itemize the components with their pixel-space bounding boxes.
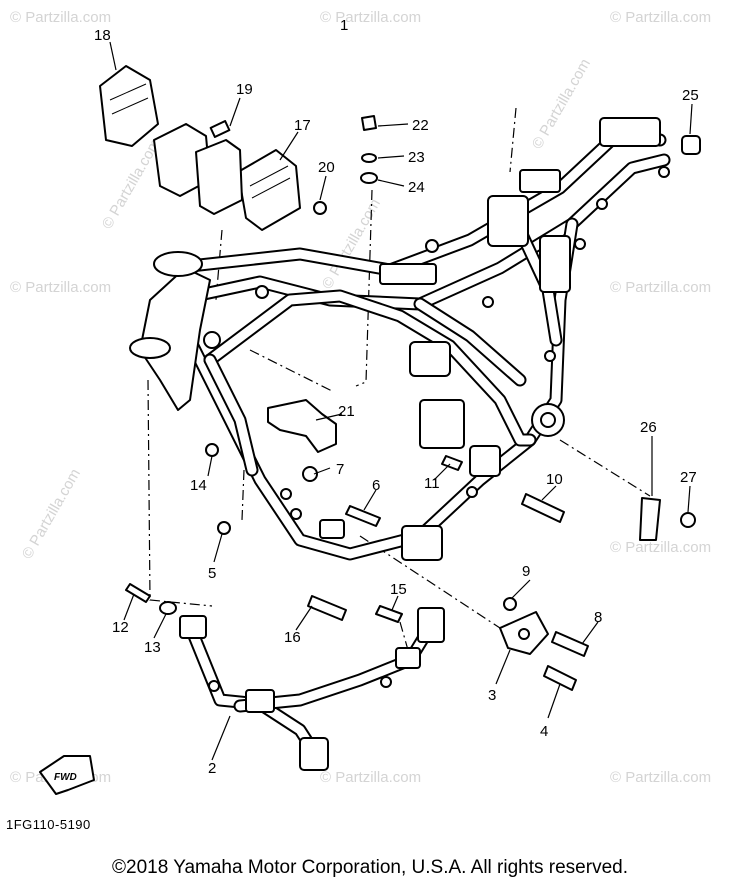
callout-17: 17 bbox=[294, 117, 311, 134]
part-18-cover bbox=[99, 65, 159, 147]
leader-lines bbox=[109, 41, 693, 761]
callout-5: 5 bbox=[208, 565, 216, 582]
watermark: © Partzilla.com bbox=[610, 769, 711, 786]
watermark: © Partzilla.com bbox=[529, 56, 594, 152]
watermark: © Partzilla.com bbox=[10, 9, 111, 26]
hardware bbox=[125, 115, 696, 691]
callout-20: 20 bbox=[318, 159, 335, 176]
callout-2: 2 bbox=[208, 760, 216, 777]
callout-24: 24 bbox=[408, 179, 425, 196]
callout-1: 1 bbox=[340, 17, 348, 34]
callout-4: 4 bbox=[540, 723, 548, 740]
part-25-cap bbox=[681, 135, 701, 155]
callout-labels: 1 2 3 4 5 6 7 8 9 10 11 12 13 14 15 16 1… bbox=[94, 17, 699, 777]
callout-13: 13 bbox=[144, 639, 161, 656]
callout-14: 14 bbox=[190, 477, 207, 494]
callout-3: 3 bbox=[488, 687, 496, 704]
callout-7: 7 bbox=[336, 461, 344, 478]
callout-25: 25 bbox=[682, 87, 699, 104]
callout-15: 15 bbox=[390, 581, 407, 598]
callout-10: 10 bbox=[546, 471, 563, 488]
callout-27: 27 bbox=[680, 469, 697, 486]
callout-11: 11 bbox=[424, 475, 440, 492]
callout-26: 26 bbox=[640, 419, 657, 436]
callout-8: 8 bbox=[594, 609, 602, 626]
callout-16: 16 bbox=[284, 629, 301, 646]
watermark: © Partzilla.com bbox=[610, 279, 711, 296]
watermark: © Partzilla.com bbox=[320, 9, 421, 26]
watermark: © Partzilla.com bbox=[320, 769, 421, 786]
part-17-cover bbox=[237, 149, 301, 231]
callout-12: 12 bbox=[112, 619, 129, 636]
watermark: © Partzilla.com bbox=[610, 9, 711, 26]
watermark: © Partzilla.com bbox=[319, 196, 384, 292]
fwd-label: FWD bbox=[54, 772, 77, 783]
diagram-code: 1FG110-5190 bbox=[6, 817, 91, 832]
callout-18: 18 bbox=[94, 27, 111, 44]
copyright-notice: ©2018 Yamaha Motor Corporation, U.S.A. A… bbox=[112, 857, 628, 878]
callout-9: 9 bbox=[522, 563, 530, 580]
callout-23: 23 bbox=[408, 149, 425, 166]
callout-21: 21 bbox=[338, 403, 355, 420]
callout-22: 22 bbox=[412, 117, 429, 134]
watermark: © Partzilla.com bbox=[19, 466, 84, 562]
main-frame bbox=[129, 117, 671, 561]
watermark: © Partzilla.com bbox=[610, 539, 711, 556]
callout-19: 19 bbox=[236, 81, 253, 98]
fwd-arrow: FWD bbox=[39, 755, 95, 795]
watermark: © Partzilla.com bbox=[10, 279, 111, 296]
frame-exploded-diagram: © Partzilla.com © Partzilla.com © Partzi… bbox=[10, 9, 711, 795]
watermark: © Partzilla.com bbox=[99, 136, 164, 232]
part-21-bracket bbox=[267, 399, 337, 453]
part-2-lower-cradle bbox=[179, 607, 445, 771]
callout-6: 6 bbox=[372, 477, 380, 494]
part-19-studs bbox=[153, 120, 243, 215]
part-3-mount-plate bbox=[499, 611, 549, 655]
